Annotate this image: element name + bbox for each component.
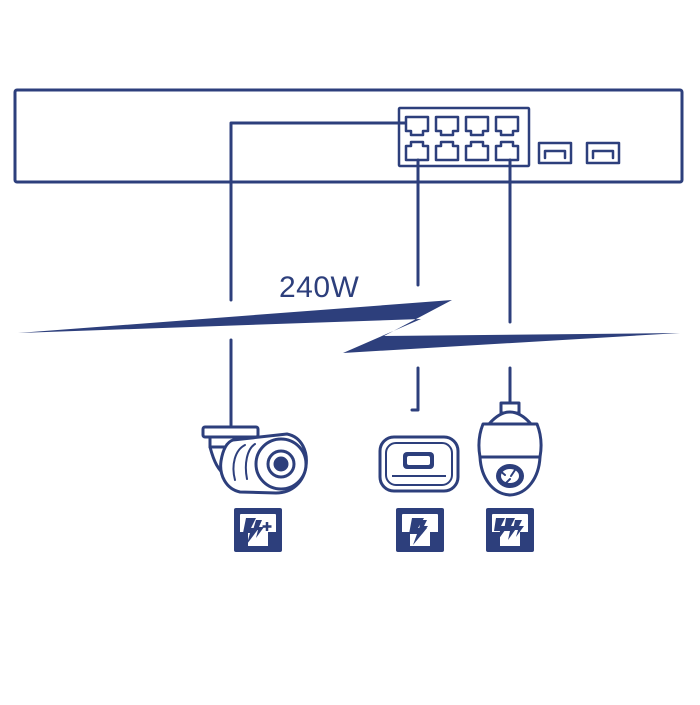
poe-icon — [396, 508, 444, 552]
sfp-ports — [537, 141, 621, 165]
port-block — [397, 106, 531, 168]
poe-plus-icon — [234, 508, 282, 552]
access-point-icon — [378, 435, 460, 493]
switch-chassis — [13, 88, 684, 184]
ptz-dome-camera-icon — [477, 401, 543, 497]
rj45-ports — [404, 115, 520, 162]
power-bolt-icon — [18, 300, 680, 353]
cable-bullet-camera — [229, 121, 407, 427]
poe-plus-plus-icon — [486, 508, 534, 552]
power-budget-label: 240W — [279, 271, 360, 304]
cable-access-point — [410, 158, 420, 412]
bullet-camera-icon — [201, 425, 308, 495]
